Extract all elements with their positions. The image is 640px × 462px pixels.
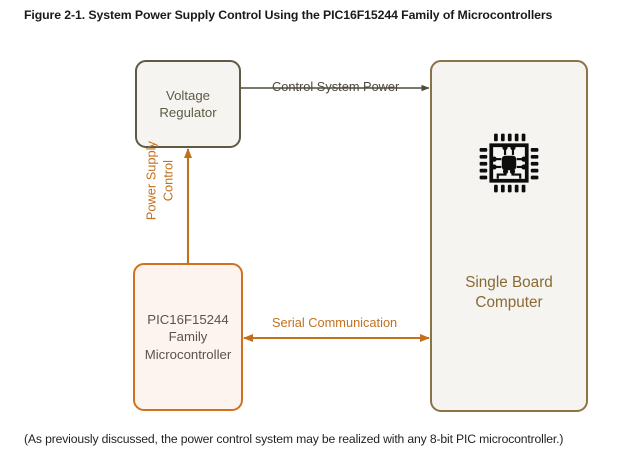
figure-title: Figure 2-1. System Power Supply Control … bbox=[24, 8, 553, 22]
node-pic-microcontroller[interactable]: PIC16F15244 Family Microcontroller bbox=[133, 263, 243, 411]
node-single-board-computer[interactable]: Single Board Computer bbox=[430, 60, 588, 412]
diagram-canvas: Voltage Regulator PIC16F15244 Family Mic… bbox=[0, 36, 640, 426]
node-pic-microcontroller-label: PIC16F15244 Family Microcontroller bbox=[144, 311, 232, 362]
edge-label-control-system-power: Control System Power bbox=[272, 79, 400, 94]
edge-label-power-supply-control-text: Power Supply Control bbox=[143, 141, 175, 221]
microchip-icon bbox=[476, 130, 542, 201]
diagram-connectors bbox=[184, 84, 430, 342]
node-voltage-regulator[interactable]: Voltage Regulator bbox=[135, 60, 241, 148]
figure-caption: (As previously discussed, the power cont… bbox=[24, 432, 564, 446]
edge-label-power-supply-control: Power Supply Control bbox=[143, 141, 176, 220]
edge-label-serial-communication: Serial Communication bbox=[272, 315, 398, 330]
node-voltage-regulator-label: Voltage Regulator bbox=[159, 87, 217, 120]
node-single-board-computer-label: Single Board Computer bbox=[465, 274, 553, 312]
